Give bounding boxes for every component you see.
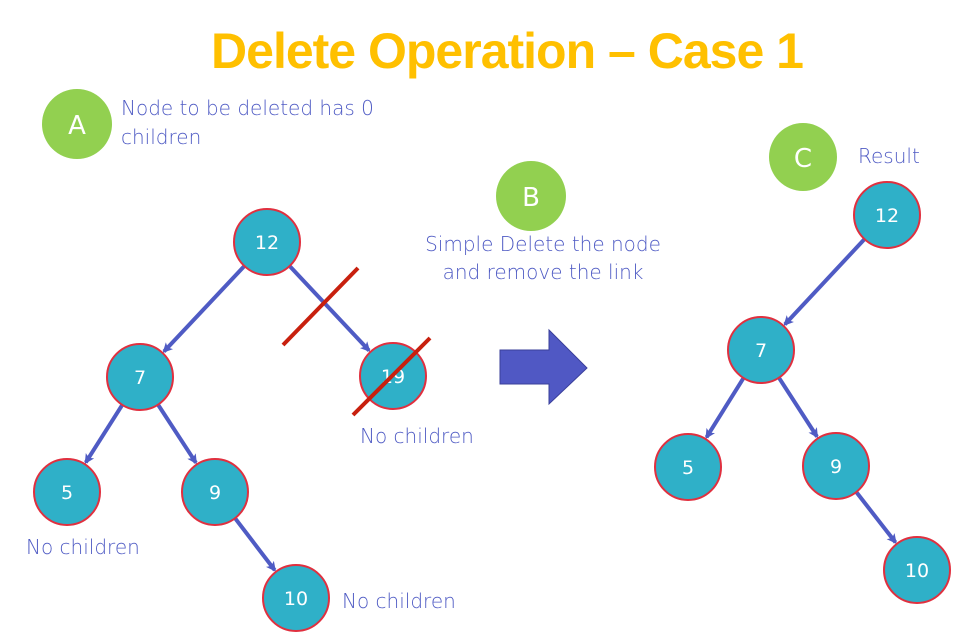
before-node-circle [233,208,301,276]
before-node-12: 12 [233,208,301,276]
after-edge-7-to-5 [704,376,746,440]
before-node-circle [33,458,101,526]
after-node-value: 12 [875,205,899,227]
after-node-9: 9 [802,432,870,500]
before-node-value: 10 [284,588,308,610]
after-node-7: 7 [727,316,795,384]
after-node-12: 12 [853,181,921,249]
after-edge-7-to-9 [777,376,819,439]
after-node-value: 5 [682,457,694,479]
before-node-value: 7 [134,367,146,389]
step-c-badge [769,123,837,191]
page-title: Delete Operation – Case 1 [211,23,803,79]
before-node-value: 5 [61,482,73,504]
before-node-circle [181,458,249,526]
step-c-badge-letter: C [794,144,812,174]
annotation-5-no-children: No children [26,535,140,559]
big-right-arrow-icon [499,328,588,406]
step-c: C Result [769,123,920,191]
before-edge-7-to-5 [84,403,125,465]
step-b-badge [496,161,566,231]
after-node-circle [654,433,722,501]
after-node-10: 10 [883,536,951,604]
after-node-circle [883,536,951,604]
before-edge-12-to-19 [288,264,371,352]
cross-out-node-mark [351,336,432,417]
step-b-text-line-2: and remove the link [443,260,644,284]
after-node-value: 10 [905,560,929,582]
after-node-value: 9 [830,456,842,478]
after-node-5: 5 [654,433,722,501]
step-c-text: Result [858,144,920,168]
before-node-value: 9 [209,482,221,504]
before-edge-12-to-7 [162,264,246,353]
step-a: A Node to be deleted has 0 children [42,89,374,159]
step-a-text-line-1: Node to be deleted has 0 [121,96,374,120]
after-node-circle [853,181,921,249]
cross-out-edge-mark [281,266,360,347]
step-b-text-line-1: Simple Delete the node [425,232,661,256]
before-node-9: 9 [181,458,249,526]
before-node-7: 7 [106,343,174,411]
after-tree-nodes: 12 7 5 9 10 [654,181,951,604]
step-a-badge [42,89,112,159]
annotation-19-no-children: No children [360,424,474,448]
annotation-10-no-children: No children [342,589,456,613]
step-b-badge-letter: B [522,183,540,213]
before-node-circle [106,343,174,411]
after-tree-edges [704,237,898,544]
deletion-marks [281,266,432,417]
step-a-badge-letter: A [68,111,86,141]
before-node-10: 10 [262,564,330,632]
after-node-circle [727,316,795,384]
before-node-circle [262,564,330,632]
before-edge-9-to-10 [233,517,277,572]
step-a-text-line-2: children [121,125,201,149]
before-tree-nodes: 127195910 [33,208,427,632]
after-node-value: 7 [755,340,767,362]
after-edge-12-to-7 [783,237,866,326]
after-edge-9-to-10 [854,490,898,544]
before-tree-edges [84,264,371,572]
before-edge-7-to-9 [156,403,198,465]
before-node-value: 12 [255,232,279,254]
step-b: B Simple Delete the node and remove the … [425,161,661,284]
before-node-5: 5 [33,458,101,526]
after-node-circle [802,432,870,500]
